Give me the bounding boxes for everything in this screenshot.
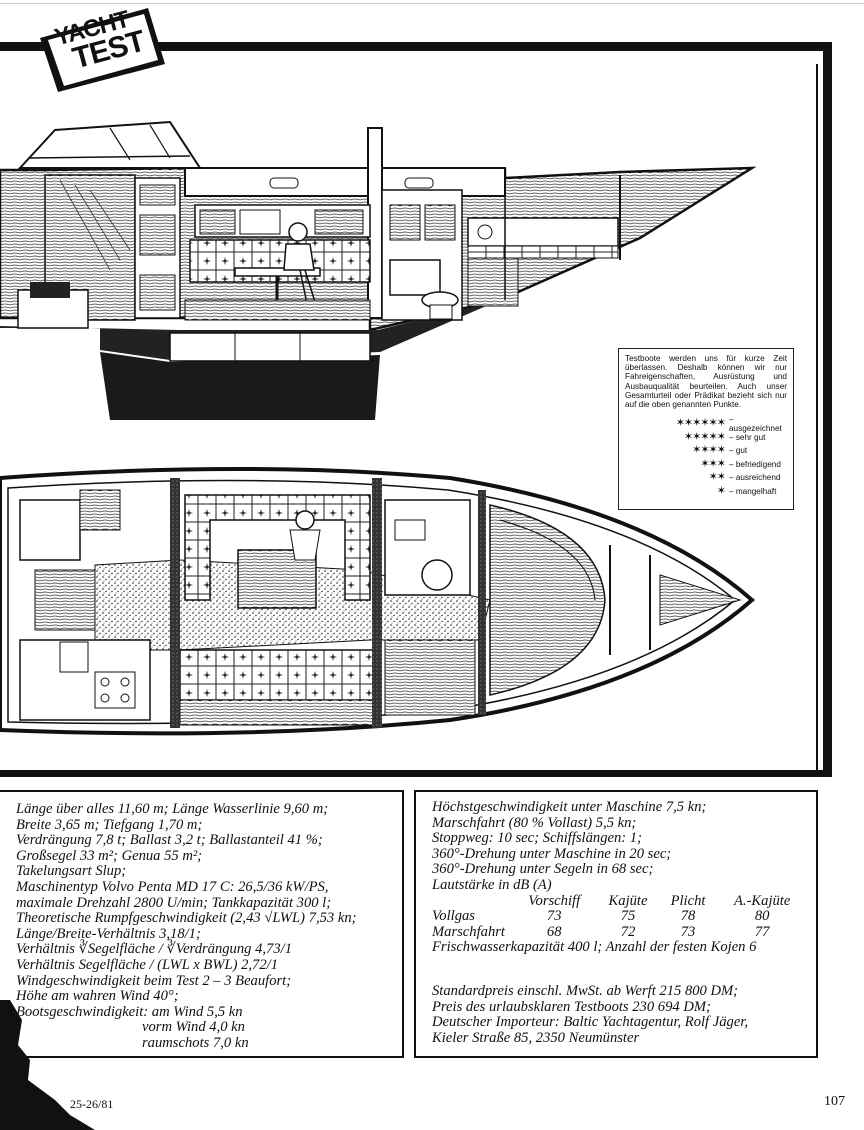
noise-header-cell: A.-Kajüte: [734, 892, 791, 909]
noise-cell: Vollgas: [432, 908, 475, 925]
noise-header-cell: Vorschiff: [528, 892, 581, 909]
rating-stars: ✶✶✶✶✶: [683, 430, 726, 443]
spec-line: Maschinentyp Volvo Penta MD 17 C: 26,5/3…: [16, 878, 329, 895]
spacer: [432, 956, 808, 970]
noise-cell: 75: [620, 908, 636, 925]
specs-right-box: Höchstgeschwindigkeit unter Maschine 7,5…: [414, 790, 818, 1058]
rating-label: – mangelhaft: [729, 486, 777, 496]
page-number: 107: [824, 1094, 845, 1109]
boat-illustrations: [0, 8, 757, 736]
noise-cell: 73: [680, 923, 696, 940]
noise-cell: 73: [546, 908, 562, 925]
spec-line: 360°-Drehung unter Maschine in 20 sec;: [432, 845, 672, 862]
spec-line: Windgeschwindigkeit beim Test 2 – 3 Beau…: [16, 972, 292, 989]
yacht-test-logo: [40, 8, 165, 92]
spec-line: Bootsgeschwindigkeit: am Wind 5,5 kn: [16, 1003, 243, 1020]
noise-table: Vorschiff Kajüte Plicht A.-Kajüte Vollga…: [432, 892, 808, 941]
table-row: Vollgas 73 75 78 80: [432, 909, 808, 925]
rating-row: ✶✶✶– befriedigend: [625, 458, 787, 472]
spec-line: Standardpreis einschl. MwSt. ab Werft 21…: [432, 982, 739, 999]
noise-cell: 77: [754, 923, 770, 940]
spec-line-indented: raumschots 7,0 kn: [142, 1034, 249, 1051]
rating-label: – ausreichend: [729, 473, 781, 483]
rating-stars: ✶✶✶✶✶✶: [675, 417, 726, 430]
top-edge-line: [0, 3, 864, 4]
spec-line: Preis des urlaubsklaren Testboots 230 69…: [432, 998, 711, 1015]
illustration-frame: [0, 42, 832, 777]
spec-line: Breite 3,65 m; Tiefgang 1,70 m;: [16, 816, 203, 833]
noise-cell: 80: [754, 908, 770, 925]
spec-line: 360°-Drehung unter Segeln in 68 sec;: [432, 861, 654, 878]
spec-line: Verhältnis ∛Segelfläche / ∛Verdrängung 4…: [16, 941, 292, 958]
spec-line: Takelungsart Slup;: [16, 863, 127, 880]
spec-line-indented: vorm Wind 4,0 kn: [142, 1019, 245, 1036]
noise-table-header: Vorschiff Kajüte Plicht A.-Kajüte: [432, 892, 808, 910]
rating-row: ✶✶✶✶✶✶– ausgezeichnet: [625, 414, 787, 433]
rating-stars: ✶✶: [708, 471, 726, 484]
rating-row: ✶✶✶✶– gut: [625, 444, 787, 458]
spec-line: Stoppweg: 10 sec; Schiffslängen: 1;: [432, 830, 642, 847]
plan-view: [0, 467, 756, 736]
noise-header-cell: Kajüte: [608, 892, 648, 909]
table-row: Marschfahrt 68 72 73 77: [432, 923, 808, 941]
spec-line: Verdrängung 7,8 t; Ballast 3,2 t; Ballas…: [16, 832, 323, 849]
rating-row: ✶– mangelhaft: [625, 485, 787, 499]
noise-cell: Marschfahrt: [432, 923, 505, 940]
legend-text: Testboote werden uns für kurze Zeit über…: [625, 354, 787, 410]
rating-stars: ✶: [716, 484, 726, 497]
rating-list: ✶✶✶✶✶✶– ausgezeichnet ✶✶✶✶✶– sehr gut ✶✶…: [625, 414, 787, 499]
illustration-inner-frame: [0, 64, 818, 770]
noise-header-cell: Plicht: [670, 892, 706, 909]
spec-line: Höchstgeschwindigkeit unter Maschine 7,5…: [432, 799, 707, 815]
specs-left-box: Länge über alles 11,60 m; Länge Wasserli…: [0, 790, 404, 1058]
rating-row: ✶✶– ausreichend: [625, 471, 787, 485]
rating-label: – ausgezeichnet: [729, 414, 782, 433]
rating-stars: ✶✶✶✶: [692, 444, 726, 457]
rating-stars: ✶✶✶: [700, 457, 726, 470]
noise-cell: 78: [680, 908, 696, 925]
spec-line: Verhältnis Segelfläche / (LWL x BWL) 2,7…: [16, 956, 278, 973]
noise-cell: 68: [546, 923, 562, 940]
spec-line: Kieler Straße 85, 2350 Neumünster: [432, 1029, 640, 1046]
spacer: [432, 970, 808, 984]
spec-line: Frischwasserkapazität 400 l; Anzahl der …: [432, 939, 757, 956]
noise-cell: 72: [620, 923, 636, 940]
rating-row: ✶✶✶✶✶– sehr gut: [625, 431, 787, 445]
noise-header-cell: [432, 894, 512, 910]
spec-line: Großsegel 33 m²; Genua 55 m²;: [16, 847, 203, 864]
spec-line: Deutscher Importeur: Baltic Yachtagentur…: [432, 1014, 749, 1031]
spec-line: Höhe am wahren Wind 40°;: [16, 988, 179, 1005]
spec-line: maximale Drehzahl 2800 U/min; Tankkapazi…: [16, 894, 332, 911]
rating-label: – befriedigend: [729, 459, 781, 469]
spec-line: Länge über alles 11,60 m; Länge Wasserli…: [16, 801, 329, 817]
issue-number: 25-26/81: [70, 1097, 114, 1111]
spec-line: Länge/Breite-Verhältnis 3,18/1;: [16, 925, 201, 942]
rating-label: – gut: [729, 446, 748, 456]
spec-line: Theoretische Rumpfgeschwindigkeit (2,43 …: [16, 910, 357, 927]
rating-label: – sehr gut: [729, 432, 766, 442]
spec-line: Marschfahrt (80 % Vollast) 5,5 kn;: [432, 814, 637, 831]
spec-line: Lautstärke in dB (A): [432, 876, 552, 893]
torn-page-edge: [0, 1000, 95, 1130]
side-section-view: [0, 120, 757, 420]
rating-legend: Testboote werden uns für kurze Zeit über…: [618, 348, 794, 510]
